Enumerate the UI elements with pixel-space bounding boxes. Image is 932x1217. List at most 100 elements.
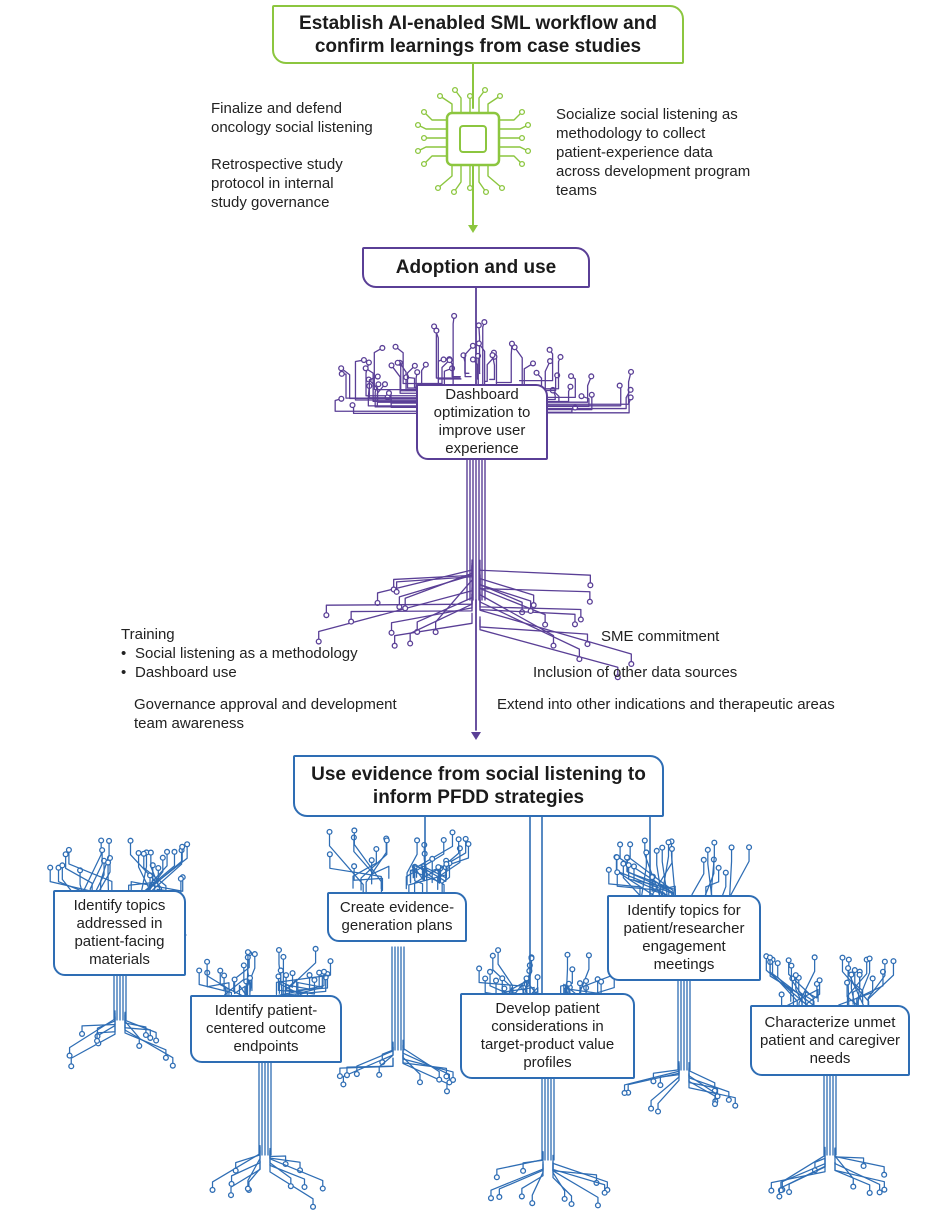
circuit-node-dot [778,991,785,998]
circuit-node-dot [385,390,393,397]
circuit-trace [688,1072,716,1105]
circuit-node-dot [436,1076,443,1083]
circuit-trace [124,1012,140,1047]
circuit-trace [417,146,448,152]
circuit-trace [376,383,434,408]
circuit-node-dot [561,1195,568,1202]
circuit-node-dot [440,356,447,363]
circuit-node-dot [530,602,537,609]
circuit-trace [479,584,555,647]
circuit-node-dot [614,674,621,681]
circuit-trace [867,960,886,1011]
circuit-node-dot [383,837,390,844]
circuit-node-dot [135,849,142,857]
circuit-node-dot [422,361,429,368]
circuit-node-dot [351,863,358,870]
note-finalize-defend: Finalize and defend oncology social list… [211,99,406,137]
circuit-trace [479,567,535,606]
circuit-trace [328,831,364,898]
circuit-trace [479,591,581,660]
circuit-trace [423,111,448,121]
circuit-node-dot [93,1037,101,1044]
circuit-trace [552,1160,606,1194]
circuit-trace [416,587,473,633]
circuit-node-dot [567,373,575,380]
circuit-node-dot [844,979,851,986]
circuit-trace [478,967,524,999]
circuit-trace [96,1023,116,1042]
node-evidence-plans: Create evidence-generation plans [327,892,467,942]
circuit-node-dot [323,612,330,619]
circuit-node-dot [594,1202,601,1209]
circuit-node-dot [136,1042,143,1049]
circuit-trace [269,1154,292,1187]
circuit-node-dot [393,588,400,595]
circuit-node-dot [869,975,876,982]
circuit-node-dot [785,957,792,964]
circuit-node-dot [407,640,414,647]
circuit-trace [790,977,793,1002]
circuit-node-dot [147,849,154,856]
circuit-trace [413,858,433,879]
circuit-node-dot [643,849,650,856]
node-tpp-text: Develop patient considerations in target… [480,1000,615,1071]
circuit-node-dot [309,1203,317,1210]
circuit-trace [233,978,246,1000]
circuit-node-dot [711,839,718,846]
circuit-node-dot [722,869,729,876]
circuit-node-dot [127,837,134,844]
circuit-node-dot [792,972,799,979]
circuit-trace [394,612,473,647]
circuit-trace [688,1062,716,1092]
circuit-node-dot [616,382,623,389]
circuit-node-dot [492,977,500,984]
circuit-node-dot [650,1078,657,1085]
training-block: Training Social listening as a methodolo… [121,625,391,682]
circuit-node-dot [451,86,459,94]
circuit-trace [354,359,442,401]
circuit-trace [454,89,462,114]
circuit-node-dot [414,837,421,844]
circuit-trace [334,398,422,412]
circuit-node-dot [732,1102,739,1109]
circuit-node-dot [523,975,530,982]
circuit-node-dot [582,977,590,985]
circuit-node-dot [450,188,458,196]
circuit-node-dot [275,946,283,954]
note-sme-text: SME commitment [601,628,720,645]
circuit-node-dot [620,860,627,867]
circuit-trace [371,859,390,879]
circuit-node-dot [433,327,440,334]
circuit-node-dot [850,1183,857,1190]
circuit-node-dot [435,864,442,871]
circuit-node-dot [845,956,852,963]
circuit-node-dot [368,857,375,864]
circuit-trace [495,343,513,384]
circuit-trace [479,559,592,586]
circuit-node-dot [319,1185,326,1192]
circuit-node-dot [654,1108,662,1115]
circuit-node-dot [62,851,69,858]
circuit-node-dot [338,365,345,372]
circuit-node-dot [348,618,355,625]
circuit-node-dot [489,352,496,359]
circuit-trace [275,960,332,996]
circuit-trace [435,329,461,379]
circuit-trace [360,839,388,891]
circuit-trace [297,972,320,996]
circuit-node-dot [482,188,490,196]
training-list: Social listening as a methodology Dashbo… [121,644,391,682]
circuit-node-dot [280,953,287,960]
circuit-node-dot [487,1195,495,1202]
circuit-trace [65,853,93,896]
circuit-node-dot [584,641,591,648]
circuit-trace [68,1010,116,1057]
circuit-node-dot [866,1189,873,1196]
circuit-node-dot [588,391,595,398]
note-data-sources: Inclusion of other data sources [533,663,793,682]
circuit-node-dot [153,1037,160,1044]
circuit-trace [478,324,481,375]
circuit-node-dot [811,954,818,961]
circuit-node-dot [700,856,707,863]
circuit-node-dot [547,358,554,365]
